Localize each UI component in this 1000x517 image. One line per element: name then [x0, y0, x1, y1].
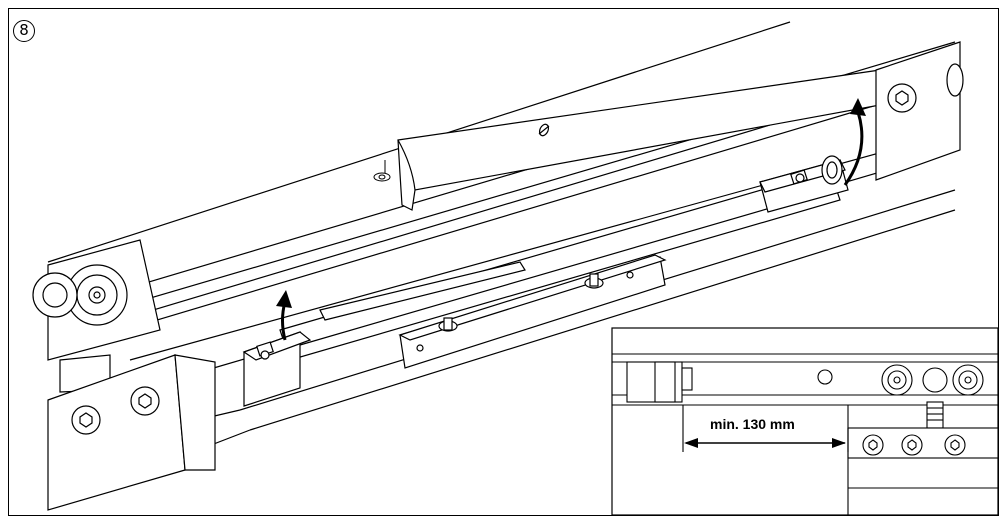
end-plate-right [875, 41, 964, 181]
cover-plate [397, 69, 881, 211]
screw-icon [373, 160, 391, 182]
roller-carriage-left [32, 239, 161, 393]
slider-bar [279, 169, 841, 361]
arrow-head-icon [850, 98, 866, 116]
arrow-head-icon [684, 438, 698, 448]
clamp-block-right [759, 155, 849, 213]
end-block-left [47, 354, 216, 511]
hex-screw-icon [862, 434, 966, 456]
detail-inset [611, 327, 999, 516]
dimension-label: min. 130 mm [708, 416, 797, 432]
arrow-head-icon [276, 290, 292, 308]
figure-frame [8, 8, 999, 516]
clamp-block-middle [398, 254, 667, 369]
step-number-badge: 8 [13, 20, 35, 42]
clamp-block-left [242, 331, 312, 407]
bolt-icon [438, 273, 604, 332]
arrow-head-icon [832, 438, 846, 448]
